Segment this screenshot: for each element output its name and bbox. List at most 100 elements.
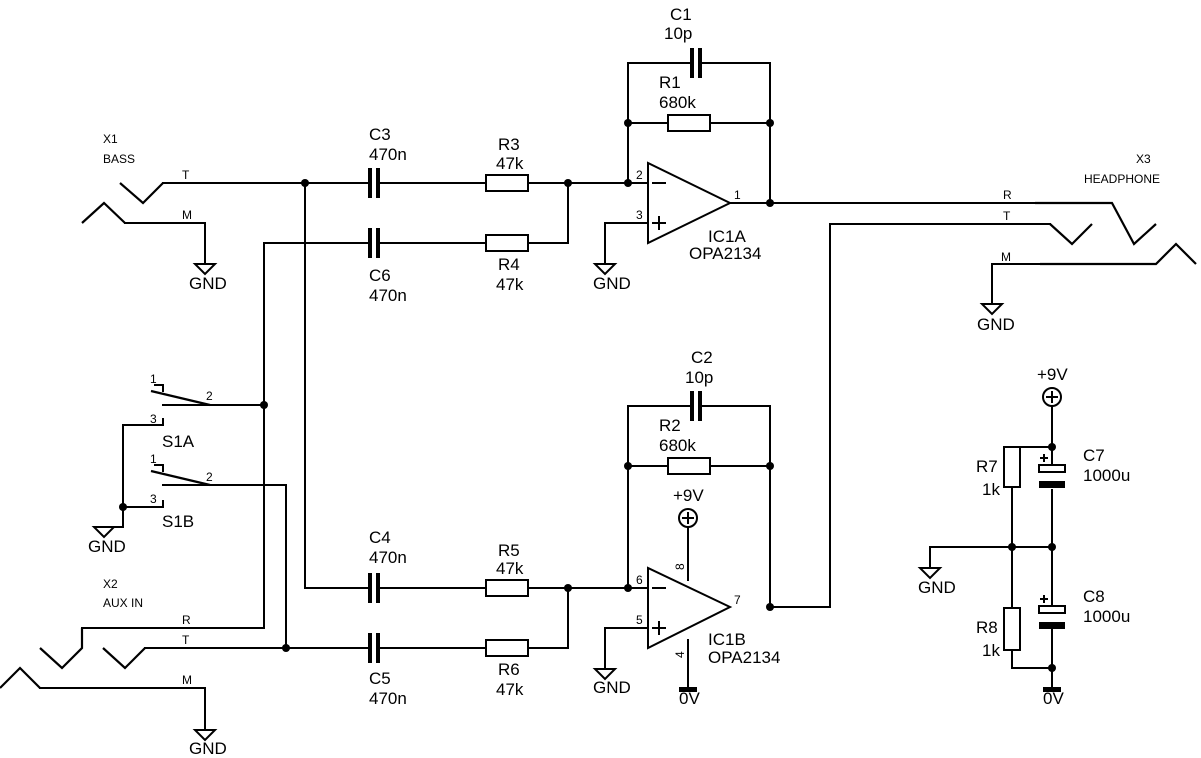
junction-dot bbox=[766, 119, 774, 127]
gnd-label: GND bbox=[189, 274, 227, 293]
x1-pin-t: T bbox=[182, 168, 190, 182]
c3-name: C3 bbox=[369, 125, 391, 144]
junction-dot bbox=[766, 603, 774, 611]
switch-s1: 1 2 3 S1A 1 2 3 S1B bbox=[149, 372, 213, 531]
jack-zigzag-icon bbox=[39, 628, 84, 670]
ic1a-name: IC1A bbox=[708, 227, 746, 246]
r1-value: 680k bbox=[659, 93, 696, 112]
opamp-ic1b: 6 5 7 8 4 IC1B OPA2134 bbox=[636, 563, 780, 667]
capacitor-c1: C1 10p bbox=[664, 5, 702, 78]
resistor-r2: R2 680k bbox=[659, 416, 711, 475]
resistor-r1: R1 680k bbox=[659, 73, 711, 132]
junction-dot bbox=[1048, 443, 1056, 451]
junction-dot bbox=[624, 462, 632, 470]
resistor-r3: R3 47k bbox=[485, 135, 529, 192]
ic1b-pin-vplus: 8 bbox=[673, 563, 687, 570]
s1b-pin2: 2 bbox=[206, 470, 213, 484]
c8-name: C8 bbox=[1083, 587, 1105, 606]
ic1a-pin-inv: 2 bbox=[636, 168, 643, 182]
c4-name: C4 bbox=[369, 528, 391, 547]
jack-zigzag-icon bbox=[102, 647, 146, 670]
resistor-r6: R6 47k bbox=[485, 639, 529, 699]
junction-dot bbox=[766, 462, 774, 470]
x2-name: X2 bbox=[103, 577, 118, 591]
r8-name: R8 bbox=[976, 618, 998, 637]
x2-pin-r: R bbox=[182, 613, 191, 627]
r4-value: 47k bbox=[496, 275, 524, 294]
jack-zigzag-icon bbox=[119, 182, 164, 205]
c5-name: C5 bbox=[369, 669, 391, 688]
junction-dot bbox=[1048, 543, 1056, 551]
gnd-label: GND bbox=[593, 678, 631, 697]
capacitor-c3: C3 470n bbox=[359, 125, 407, 198]
jack-zigzag-icon bbox=[1049, 223, 1093, 246]
x1-pin-m: M bbox=[182, 208, 192, 222]
connector-x1: X1 BASS T M bbox=[81, 132, 192, 224]
ic1a-part: OPA2134 bbox=[689, 244, 761, 263]
wires bbox=[39, 62, 1053, 731]
jack-zigzag-icon bbox=[1035, 201, 1157, 246]
connector-x2: X2 AUX IN R T M bbox=[0, 577, 192, 689]
jack-zigzag-icon bbox=[0, 666, 41, 689]
c6-name: C6 bbox=[369, 266, 391, 285]
ic1b-pin-out: 7 bbox=[734, 593, 741, 607]
ic1b-name: IC1B bbox=[708, 630, 746, 649]
r3-value: 47k bbox=[496, 154, 524, 173]
r8-value: 1k bbox=[982, 641, 1000, 660]
junction-dot bbox=[1008, 543, 1016, 551]
ground-triangle-icon bbox=[917, 567, 943, 580]
junction-dot bbox=[624, 584, 632, 592]
junctions bbox=[119, 119, 1056, 672]
c6-value: 470n bbox=[369, 286, 407, 305]
ic1b-pin-vminus: 4 bbox=[673, 651, 687, 658]
ground-symbols: GND GND GND GND GND GND GND 0V 0V bbox=[88, 263, 1064, 758]
resistor-r8: R8 1k bbox=[976, 607, 1021, 660]
x1-desc: BASS bbox=[103, 152, 135, 166]
junction-dot bbox=[624, 119, 632, 127]
x3-pin-t: T bbox=[1003, 209, 1011, 223]
s1a-pin1: 1 bbox=[150, 372, 157, 386]
s1a-pin3: 3 bbox=[150, 412, 157, 426]
x3-desc: HEADPHONE bbox=[1084, 172, 1160, 186]
x2-pin-m: M bbox=[182, 673, 192, 687]
circle-plus-icon bbox=[678, 508, 698, 528]
c7-name: C7 bbox=[1083, 446, 1105, 465]
ic1a-pin-noninv: 3 bbox=[636, 208, 643, 222]
c3-value: 470n bbox=[369, 145, 407, 164]
r1-name: R1 bbox=[659, 73, 681, 92]
bar-ground-icon bbox=[1043, 687, 1061, 692]
s1a-pin2: 2 bbox=[206, 389, 213, 403]
x1-name: X1 bbox=[103, 132, 118, 146]
resistor-r4: R4 47k bbox=[485, 234, 529, 294]
r5-name: R5 bbox=[498, 541, 520, 560]
junction-dot bbox=[282, 644, 290, 652]
s1b-pin3: 3 bbox=[150, 492, 157, 506]
r6-name: R6 bbox=[498, 660, 520, 679]
supply-label: +9V bbox=[1037, 365, 1068, 384]
capacitor-c4: C4 470n bbox=[359, 528, 407, 603]
junction-dot bbox=[1048, 664, 1056, 672]
circle-plus-icon bbox=[1042, 387, 1062, 407]
s1b-pin1: 1 bbox=[150, 452, 157, 466]
ground-triangle-icon bbox=[979, 303, 1005, 316]
ic1a-pin-out: 1 bbox=[734, 188, 741, 202]
capacitor-c6: C6 470n bbox=[359, 228, 407, 305]
x3-name: X3 bbox=[1136, 152, 1151, 166]
ic1b-pin-inv: 6 bbox=[636, 573, 643, 587]
zero-v-label: 0V bbox=[679, 689, 700, 708]
jack-zigzag-icon bbox=[81, 201, 126, 224]
gnd-label: GND bbox=[593, 274, 631, 293]
x2-desc: AUX IN bbox=[103, 596, 143, 610]
capacitor-c5: C5 470n bbox=[359, 633, 407, 708]
ground-triangle-icon bbox=[592, 263, 618, 276]
r2-name: R2 bbox=[659, 416, 681, 435]
junction-dot bbox=[564, 179, 572, 187]
supply-symbols: +9V +9V bbox=[673, 365, 1068, 528]
r4-name: R4 bbox=[498, 255, 520, 274]
c1-name: C1 bbox=[670, 5, 692, 24]
c4-value: 470n bbox=[369, 548, 407, 567]
c7-value: 1000u bbox=[1083, 466, 1130, 485]
r3-name: R3 bbox=[498, 135, 520, 154]
gnd-label: GND bbox=[189, 739, 227, 758]
